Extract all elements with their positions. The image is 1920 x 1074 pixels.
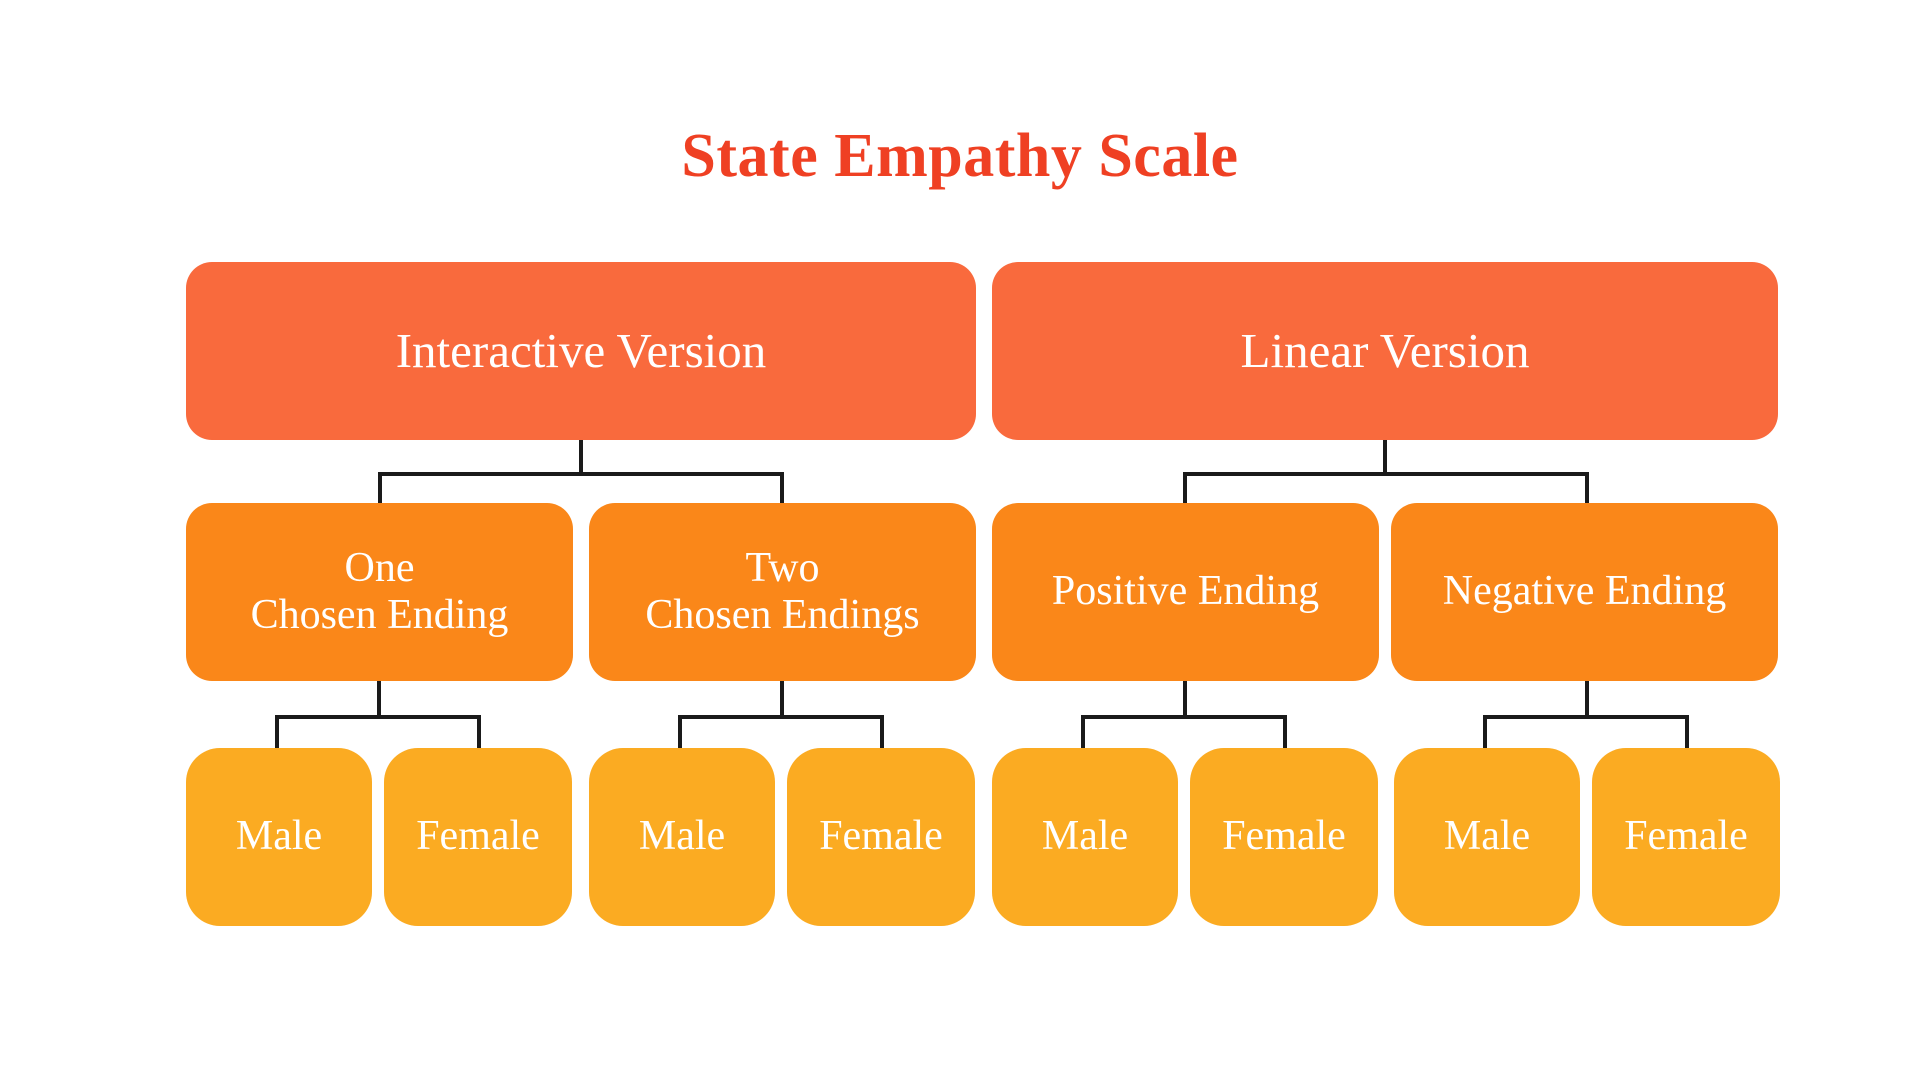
node-interactive-version[interactable]: Interactive Version xyxy=(186,262,976,440)
page-title: State Empathy Scale xyxy=(681,122,1239,190)
connector-two-female-drop xyxy=(880,715,884,749)
connector-interactive-stem xyxy=(579,440,583,474)
connector-two-chosen-endings-stem xyxy=(780,681,784,717)
connector-one-female-drop xyxy=(477,715,481,749)
node-one-chosen-ending-female[interactable]: Female xyxy=(384,748,572,926)
node-label-interactive-version: Interactive Version xyxy=(395,322,767,378)
connector-negative-male-drop xyxy=(1483,715,1487,749)
connector-positive-male-drop xyxy=(1081,715,1085,749)
connector-positive-ending-stem xyxy=(1183,681,1187,717)
node-positive-ending-male[interactable]: Male xyxy=(992,748,1178,926)
connector-negative-ending-stem xyxy=(1585,681,1589,717)
node-positive-ending[interactable]: Positive Ending xyxy=(992,503,1379,681)
node-label-negative-ending: Negative Ending xyxy=(1442,568,1727,615)
node-label-two-chosen-endings-female: Female xyxy=(819,813,943,860)
node-two-chosen-endings[interactable]: Two Chosen Endings xyxy=(589,503,976,681)
node-two-chosen-endings-female[interactable]: Female xyxy=(787,748,975,926)
node-positive-ending-female[interactable]: Female xyxy=(1190,748,1378,926)
connector-negative-female-drop xyxy=(1685,715,1689,749)
connector-interactive-bar xyxy=(378,472,784,476)
node-label-linear-version: Linear Version xyxy=(1240,322,1530,378)
connector-linear-bar xyxy=(1183,472,1589,476)
connector-one-chosen-ending-stem xyxy=(377,681,381,717)
connector-linear-stem xyxy=(1383,440,1387,474)
node-one-chosen-ending[interactable]: One Chosen Ending xyxy=(186,503,573,681)
node-one-chosen-ending-male[interactable]: Male xyxy=(186,748,372,926)
connector-two-chosen-endings-drop xyxy=(780,472,784,504)
node-label-positive-ending-male: Male xyxy=(1041,813,1129,860)
node-label-two-chosen-endings: Two Chosen Endings xyxy=(645,544,920,638)
connector-one-chosen-ending-drop xyxy=(378,472,382,504)
node-negative-ending-female[interactable]: Female xyxy=(1592,748,1780,926)
node-label-negative-ending-male: Male xyxy=(1443,813,1531,860)
connector-positive-ending-drop xyxy=(1183,472,1187,504)
connector-two-male-drop xyxy=(678,715,682,749)
node-label-negative-ending-female: Female xyxy=(1624,813,1748,860)
connector-two-chosen-endings-bar xyxy=(678,715,884,719)
node-label-positive-ending-female: Female xyxy=(1222,813,1346,860)
connector-one-male-drop xyxy=(275,715,279,749)
node-label-one-chosen-ending: One Chosen Ending xyxy=(250,544,509,638)
node-negative-ending-male[interactable]: Male xyxy=(1394,748,1580,926)
node-negative-ending[interactable]: Negative Ending xyxy=(1391,503,1778,681)
connector-positive-ending-bar xyxy=(1081,715,1287,719)
node-label-two-chosen-endings-male: Male xyxy=(638,813,726,860)
connector-negative-ending-bar xyxy=(1483,715,1689,719)
node-label-positive-ending: Positive Ending xyxy=(1051,568,1320,615)
node-label-one-chosen-ending-female: Female xyxy=(416,813,540,860)
node-two-chosen-endings-male[interactable]: Male xyxy=(589,748,775,926)
node-linear-version[interactable]: Linear Version xyxy=(992,262,1778,440)
connector-one-chosen-ending-bar xyxy=(275,715,481,719)
connector-negative-ending-drop xyxy=(1585,472,1589,504)
node-label-one-chosen-ending-male: Male xyxy=(235,813,323,860)
connector-positive-female-drop xyxy=(1283,715,1287,749)
